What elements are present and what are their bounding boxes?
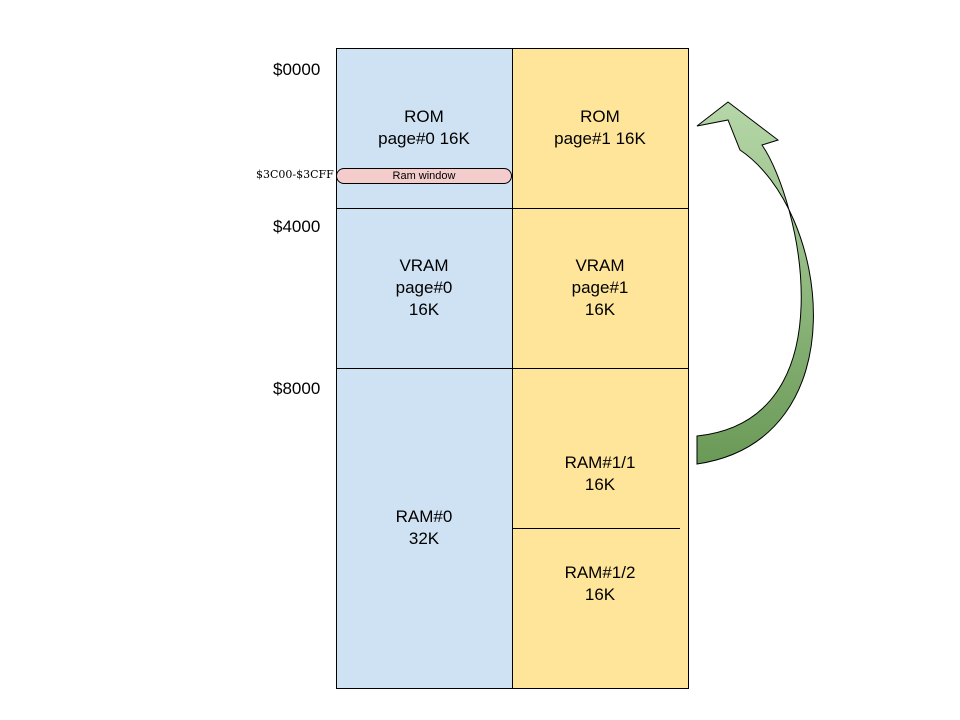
- address-label-4000: $4000: [273, 217, 321, 236]
- divider-8000: [336, 368, 688, 369]
- vram-page1-title: VRAM: [575, 256, 625, 275]
- ram-window-address-range: $3C00-$3CFF: [256, 168, 334, 181]
- vram-page1-page: page#1: [571, 278, 629, 297]
- ram1-2-block: RAM#1/2 16K: [512, 528, 688, 688]
- rom-page1-title: ROM: [580, 107, 620, 126]
- ram1-1-size: 16K: [584, 475, 616, 494]
- ram1-1-block: RAM#1/1 16K: [512, 368, 688, 528]
- ram0-size: 32K: [408, 529, 440, 548]
- vram-page0-size: 16K: [408, 300, 440, 319]
- vram-page0-title: VRAM: [399, 256, 449, 275]
- vram-page1-block: VRAM page#1 16K: [512, 208, 688, 368]
- rom-page1-size: page#1 16K: [554, 129, 646, 148]
- ram1-2-size: 16K: [584, 585, 616, 604]
- ram0-block: RAM#0 32K: [336, 368, 512, 688]
- rom-page0-title: ROM: [404, 107, 444, 126]
- divider-ram1-split: [512, 528, 680, 529]
- vram-page0-page: page#0: [395, 278, 453, 297]
- ram-window: Ram window: [336, 168, 512, 184]
- address-label-0000: $0000: [273, 60, 321, 79]
- vram-page1-size: 16K: [584, 300, 616, 319]
- ram0-title: RAM#0: [395, 507, 453, 526]
- vram-page0-block: VRAM page#0 16K: [336, 208, 512, 368]
- ram1-1-title: RAM#1/1: [564, 453, 636, 472]
- rom-page1-block: ROM page#1 16K: [512, 48, 688, 208]
- address-label-8000: $8000: [273, 379, 321, 398]
- rom-page0-size: page#0 16K: [378, 129, 470, 148]
- ram1-2-title: RAM#1/2: [564, 563, 636, 582]
- divider-4000: [336, 208, 688, 209]
